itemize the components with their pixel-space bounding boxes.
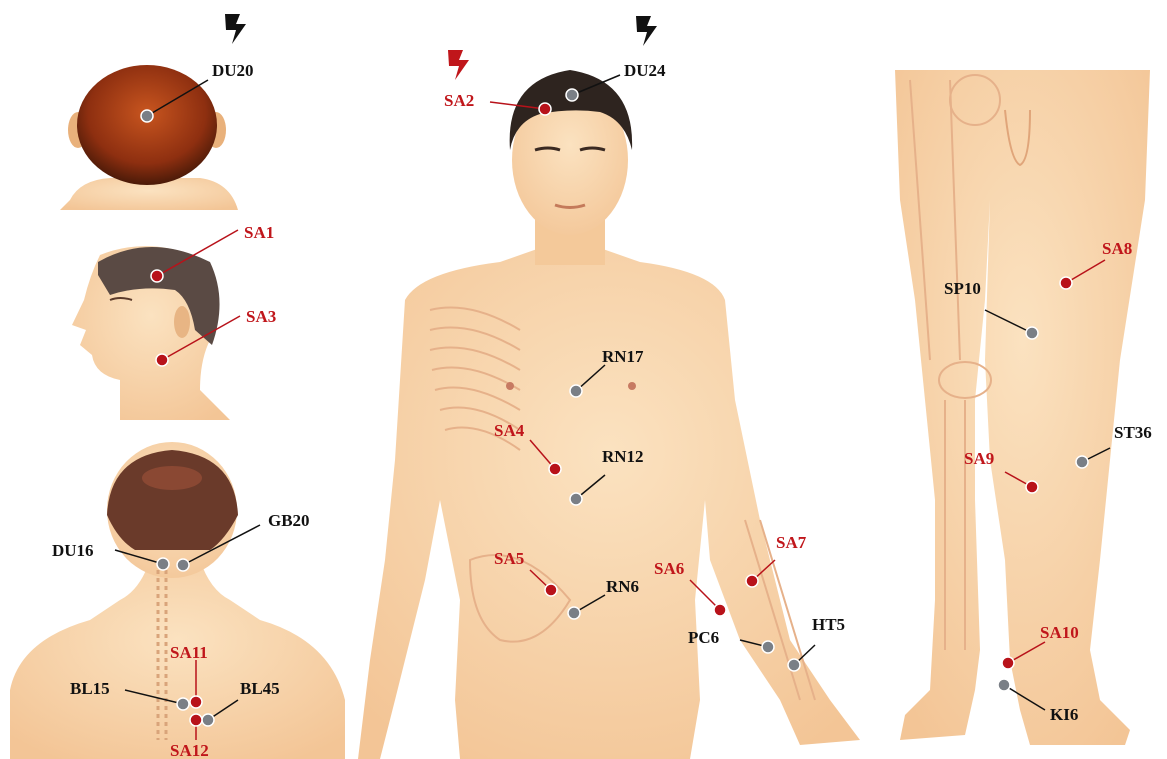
label-bl15: BL15	[70, 679, 110, 698]
point-dot-sa10	[1002, 657, 1014, 669]
point-dot-ki6	[998, 679, 1010, 691]
label-du20: DU20	[212, 61, 254, 80]
point-dot-sa3	[156, 354, 168, 366]
point-dot-sa1	[151, 270, 163, 282]
label-sa7: SA7	[776, 533, 807, 552]
point-dot-sa2	[539, 103, 551, 115]
head-top-view	[60, 65, 238, 210]
label-du16: DU16	[52, 541, 94, 560]
point-dot-bl45	[202, 714, 214, 726]
point-dot-sa11	[190, 696, 202, 708]
point-dot-du24	[566, 89, 578, 101]
lightning-bolt-icon	[636, 16, 657, 46]
label-pc6: PC6	[688, 628, 719, 647]
label-rn12: RN12	[602, 447, 644, 466]
front-body-view	[358, 60, 860, 759]
label-sa10: SA10	[1040, 623, 1079, 642]
label-sa5: SA5	[494, 549, 524, 568]
label-st36: ST36	[1114, 423, 1152, 442]
point-dot-sa8	[1060, 277, 1072, 289]
back-view	[10, 442, 345, 759]
point-dot-ht5	[788, 659, 800, 671]
label-sa1: SA1	[244, 223, 274, 242]
label-sa4: SA4	[494, 421, 525, 440]
label-sa9: SA9	[964, 449, 994, 468]
label-ki6: KI6	[1050, 705, 1078, 724]
point-dot-rn6	[568, 607, 580, 619]
point-dot-gb20	[177, 559, 189, 571]
point-dot-pc6	[762, 641, 774, 653]
label-ht5: HT5	[812, 615, 845, 634]
label-sp10: SP10	[944, 279, 981, 298]
point-dot-sa12	[190, 714, 202, 726]
point-dot-sa6	[714, 604, 726, 616]
point-dot-du20	[141, 110, 153, 122]
point-dot-sa4	[549, 463, 561, 475]
lightning-bolt-icon	[225, 14, 246, 44]
label-gb20: GB20	[268, 511, 310, 530]
point-dot-sa9	[1026, 481, 1038, 493]
label-rn17: RN17	[602, 347, 644, 366]
label-sa2: SA2	[444, 91, 474, 110]
point-dot-rn12	[570, 493, 582, 505]
point-dot-du16	[157, 558, 169, 570]
head-side-view	[72, 246, 230, 420]
label-bl45: BL45	[240, 679, 280, 698]
point-dot-sa5	[545, 584, 557, 596]
point-dot-rn17	[570, 385, 582, 397]
point-dot-sp10	[1026, 327, 1038, 339]
legs-view	[885, 70, 1167, 759]
point-dot-bl15	[177, 698, 189, 710]
label-sa12: SA12	[170, 741, 209, 759]
label-rn6: RN6	[606, 577, 639, 596]
label-sa8: SA8	[1102, 239, 1132, 258]
point-dot-sa7	[746, 575, 758, 587]
point-dot-st36	[1076, 456, 1088, 468]
label-sa3: SA3	[246, 307, 276, 326]
label-du24: DU24	[624, 61, 666, 80]
label-sa11: SA11	[170, 643, 208, 662]
label-sa6: SA6	[654, 559, 684, 578]
